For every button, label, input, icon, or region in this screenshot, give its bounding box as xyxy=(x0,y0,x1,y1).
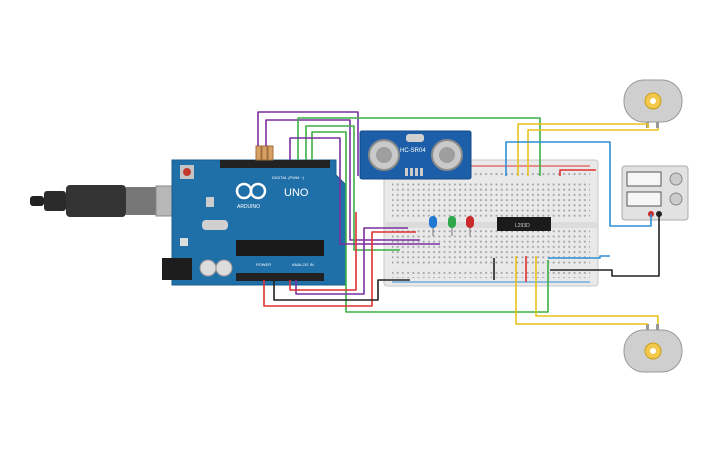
motor-driver-chip[interactable]: L293D xyxy=(497,217,551,231)
wire-16[interactable] xyxy=(548,255,610,259)
arduino-model: UNO xyxy=(284,187,309,199)
battery-pack-icon[interactable] xyxy=(621,165,689,221)
wire-3[interactable] xyxy=(297,117,541,176)
wire-12[interactable] xyxy=(527,128,659,176)
wire-7[interactable] xyxy=(263,231,416,307)
breadboard[interactable] xyxy=(383,159,599,287)
analog-pins-label: ANALOG IN xyxy=(292,262,314,267)
wire-11[interactable] xyxy=(517,123,649,176)
wire-1[interactable] xyxy=(257,111,359,176)
power-pins-label: POWER xyxy=(256,262,271,267)
wire-17[interactable] xyxy=(550,214,660,277)
dc-motor-icon-top[interactable] xyxy=(623,79,683,128)
wire-2[interactable] xyxy=(265,119,420,241)
wire-5[interactable] xyxy=(311,131,549,313)
usb-cable-icon xyxy=(30,185,193,217)
arduino-brand: ARDUINO xyxy=(237,204,260,210)
arduino-logo xyxy=(235,182,267,200)
wire-6[interactable] xyxy=(289,137,440,245)
led-2[interactable] xyxy=(448,216,456,236)
led-3[interactable] xyxy=(466,216,474,236)
wire-10[interactable] xyxy=(289,212,357,291)
digital-pins-label: DIGITAL (PWM ~) xyxy=(272,175,305,180)
wire-8[interactable] xyxy=(273,279,410,301)
chip-label: L293D xyxy=(515,223,530,229)
sensor-model: HC-SR04 xyxy=(400,148,426,154)
wire-13[interactable] xyxy=(515,256,648,325)
resistor-icon[interactable] xyxy=(255,145,274,161)
dc-motor-icon-bottom[interactable] xyxy=(623,324,683,373)
led-1[interactable] xyxy=(429,216,437,236)
ultrasonic-sensor[interactable]: HC-SR04 xyxy=(359,130,472,180)
wire-15[interactable] xyxy=(505,141,652,227)
arduino-board[interactable]: UNO ARDUINO DIGITAL (PWM ~) POWER ANALOG… xyxy=(162,159,347,286)
wire-14[interactable] xyxy=(535,256,659,324)
wire-18[interactable] xyxy=(559,169,596,176)
